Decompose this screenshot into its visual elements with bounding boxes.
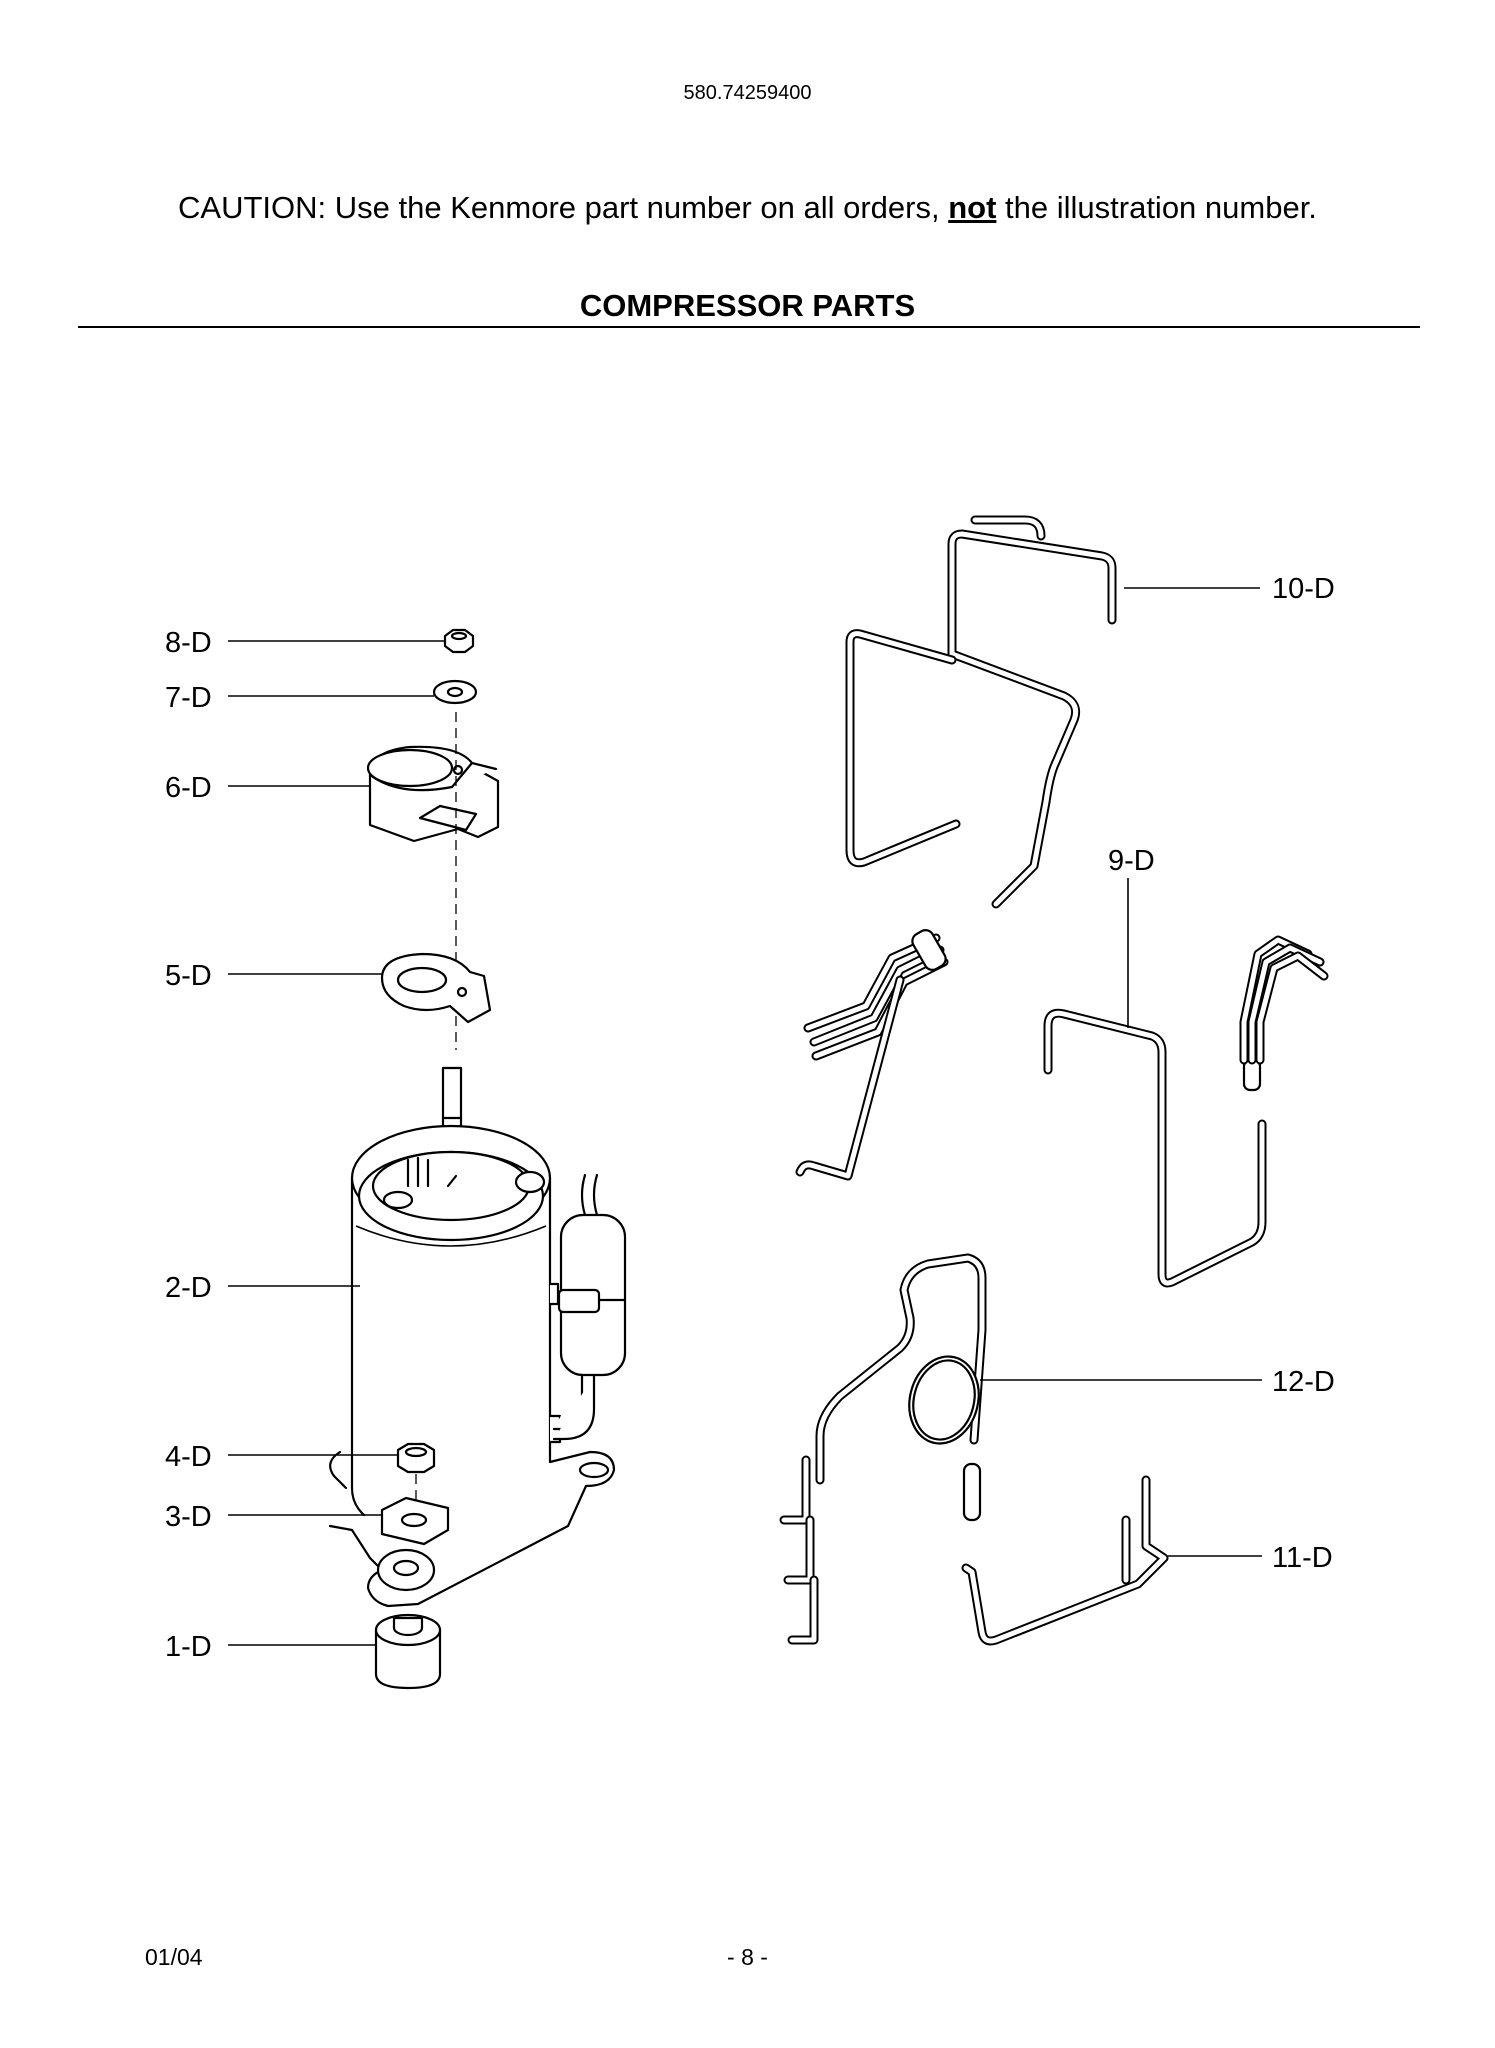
footer-page-number: - 8 - <box>727 1944 768 1970</box>
caution-notice: CAUTION: Use the Kenmore part number on … <box>0 190 1495 226</box>
svg-text:2-D: 2-D <box>165 1272 212 1304</box>
part-7-washer <box>432 679 478 705</box>
model-number: 580.74259400 <box>683 82 812 104</box>
caution-suffix: the illustration number. <box>1005 190 1317 225</box>
accumulator <box>552 1173 627 1441</box>
caution-prefix: CAUTION: Use the Kenmore part number on … <box>178 190 940 225</box>
callout-2d: 2-D <box>165 1272 360 1304</box>
title-divider <box>78 326 1420 328</box>
caution-emphasis: not <box>948 190 997 225</box>
part-8-cap-nut <box>443 628 475 654</box>
callout-1d: 1-D <box>165 1631 376 1663</box>
callout-10d: 10-D <box>1124 573 1335 605</box>
callout-11d: 11-D <box>1168 1542 1333 1574</box>
callout-12d: 12-D <box>980 1366 1335 1398</box>
svg-text:7-D: 7-D <box>165 682 212 714</box>
part-11-tube <box>961 1475 1169 1646</box>
part-6-terminal-cover <box>366 745 500 843</box>
callout-6d: 6-D <box>165 772 370 804</box>
part-5-gasket <box>380 952 492 1024</box>
svg-text:5-D: 5-D <box>165 960 212 992</box>
svg-text:11-D: 11-D <box>1272 1542 1333 1574</box>
callout-8d: 8-D <box>165 627 445 659</box>
callout-5d: 5-D <box>165 960 382 992</box>
footer-date: 01/04 <box>145 1944 203 1970</box>
svg-text:4-D: 4-D <box>165 1441 212 1473</box>
section-title: COMPRESSOR PARTS <box>579 288 916 323</box>
part-1-cushion <box>374 1613 442 1690</box>
svg-text:10-D: 10-D <box>1272 573 1335 605</box>
part-3-washer <box>380 1496 450 1546</box>
part-9-tube <box>1043 935 1329 1288</box>
callout-7d: 7-D <box>165 682 434 714</box>
callout-9d: 9-D <box>1108 845 1155 1028</box>
part-4-nut <box>396 1442 436 1510</box>
svg-text:12-D: 12-D <box>1272 1366 1335 1398</box>
part-2-compressor <box>350 1066 562 1540</box>
svg-text:8-D: 8-D <box>165 627 212 659</box>
svg-text:9-D: 9-D <box>1108 845 1155 877</box>
svg-text:3-D: 3-D <box>165 1501 212 1533</box>
callout-3d: 3-D <box>165 1501 382 1533</box>
base-plate <box>328 1450 616 1608</box>
part-12-capillary-coil <box>779 1253 987 1645</box>
svg-text:1-D: 1-D <box>165 1631 212 1663</box>
part-10-tube-assembly <box>795 515 1117 1181</box>
callout-4d: 4-D <box>165 1441 398 1473</box>
svg-text:6-D: 6-D <box>165 772 212 804</box>
